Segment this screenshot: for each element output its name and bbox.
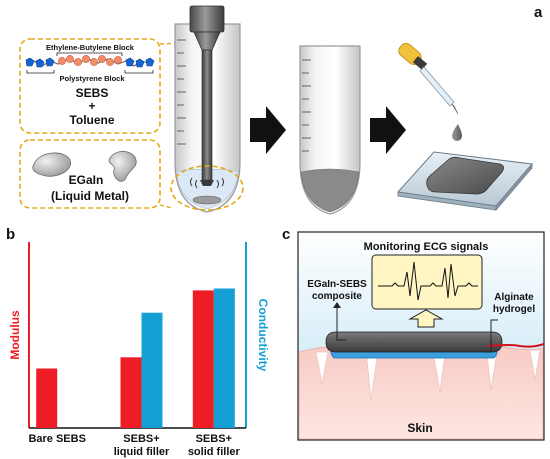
panel-a: a Ethylene-Butylene Block Polystyrene Bl… [19, 4, 543, 215]
liquid-drop [452, 124, 462, 141]
bar-modulus-1 [36, 368, 58, 428]
centrifuge-tube-with-homogenizer [174, 5, 241, 213]
lead-wire [487, 343, 545, 348]
toluene-label: Toluene [69, 113, 114, 127]
composite-label-line2: composite [312, 291, 362, 302]
liquid-metal-blob-left [32, 152, 72, 177]
alginate-label-line1: Alginate [494, 292, 534, 303]
dropper [398, 42, 462, 141]
category-label-2-line2: liquid filler [114, 446, 170, 458]
bar-conductivity-3 [213, 288, 235, 428]
alginate-label-line2: hydrogel [493, 304, 535, 315]
bar-marks [36, 288, 235, 428]
process-arrow-1 [250, 106, 286, 154]
modulus-axis-label: Modulus [8, 310, 22, 360]
egain-box [19, 139, 161, 209]
sebs-polymer-chain [25, 55, 155, 68]
glass-slide-with-film [397, 151, 533, 212]
composite-leader-line [336, 304, 346, 341]
bar-modulus-3 [192, 290, 214, 428]
panel-b-letter: b [6, 226, 15, 243]
alginate-leader-line [484, 319, 498, 353]
category-label-2-line1: SEBS+ [123, 433, 159, 445]
block-bottom-bracket-left [26, 70, 55, 74]
category-label-3-line1: SEBS+ [196, 433, 232, 445]
process-arrow-2 [370, 106, 406, 154]
ecg-display [371, 254, 483, 310]
zoom-ellipse [170, 165, 244, 211]
category-label-3-line2: solid filler [188, 446, 241, 458]
bar-conductivity-2 [141, 312, 163, 428]
skin-label: Skin [407, 421, 432, 435]
signal-up-arrow [408, 309, 444, 328]
composite-label-line1: EGaIn-SEBS [307, 279, 367, 290]
sebs-toluene-box [19, 38, 161, 134]
centrifuge-tube-mixed [299, 45, 361, 215]
block-top-bracket [56, 52, 123, 56]
connector-line-bottom [159, 204, 173, 209]
panel-c-letter: c [282, 226, 290, 243]
panel-a-letter: a [534, 4, 543, 21]
liquid-metal-blob-right [108, 151, 137, 182]
ecg-waveform [378, 261, 478, 301]
block-top-label: Ethylene-Butylene Block [46, 43, 135, 52]
liquid-metal-label: (Liquid Metal) [51, 189, 129, 203]
plus-label: + [88, 99, 95, 113]
sebs-label: SEBS [76, 86, 109, 100]
bar-modulus-2 [120, 357, 142, 428]
egain-label: EGaIn [69, 173, 104, 187]
monitor-title: Monitoring ECG signals [364, 241, 489, 253]
panel-c: c Skin Monitoring ECG signals EGaIn-SEBS… [282, 226, 545, 441]
category-label-1-line1: Bare SEBS [28, 433, 85, 445]
egain-sebs-composite-patch [325, 331, 503, 353]
block-bottom-bracket-right [124, 70, 154, 74]
composite-leader-arrowhead [333, 302, 341, 308]
conductivity-axis-label: Conductivity [256, 299, 270, 372]
block-bottom-label: Polystyrene Block [59, 74, 125, 83]
